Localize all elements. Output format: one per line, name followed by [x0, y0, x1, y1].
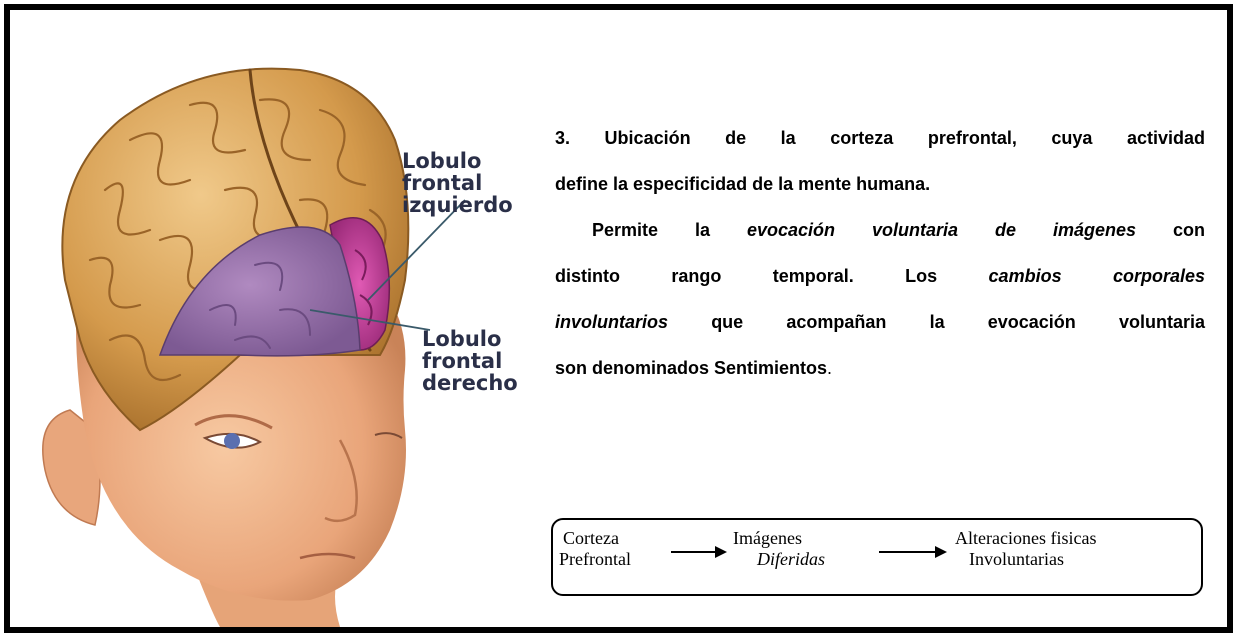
emphasis-cambios: cambios corporales: [988, 266, 1205, 286]
caption: 3. Ubicación de la corteza prefrontal, c…: [555, 128, 1205, 404]
flow-arrow-1: [671, 546, 727, 558]
caption-line-2: define la especificidad de la mente huma…: [555, 174, 931, 194]
pointer-left-lobe: [367, 199, 466, 301]
emphasis-evocacion: evocación voluntaria de imágenes: [746, 220, 1137, 240]
caption-line-6: son denominados Sentimientos.: [555, 358, 833, 378]
figure-frame: Lobulo frontal izquierdo Lobulo frontal …: [4, 4, 1233, 633]
flow-node-corteza: Corteza Prefrontal: [559, 528, 631, 569]
right-frontal-lobe: [158, 226, 361, 357]
flow-arrow-2: [879, 546, 947, 558]
caption-line-3: Permite la evocación voluntaria de imáge…: [591, 220, 1205, 240]
caption-line-5: involuntarios que acompañan la evocación…: [555, 312, 1205, 332]
flow-node-imagenes: Imágenes Diferidas: [733, 528, 826, 569]
caption-line-4: distinto rango temporal. Los cambios cor…: [555, 266, 1205, 286]
flow-node-alteraciones: Alteraciones fisicas Involuntarias: [955, 528, 1097, 569]
pointer-right-lobe: [309, 309, 431, 331]
emphasis-involuntarios: involuntarios: [555, 312, 669, 332]
label-right-frontal-lobe: Lobulo frontal derecho: [422, 327, 518, 395]
flow-diagram: Corteza Prefrontal Imágenes Diferidas Al…: [551, 518, 1203, 596]
brain-head-illustration: [42, 67, 466, 627]
label-left-frontal-lobe: Lobulo frontal izquierdo: [402, 149, 513, 217]
caption-line-1: 3. Ubicación de la corteza prefrontal, c…: [555, 128, 1205, 148]
